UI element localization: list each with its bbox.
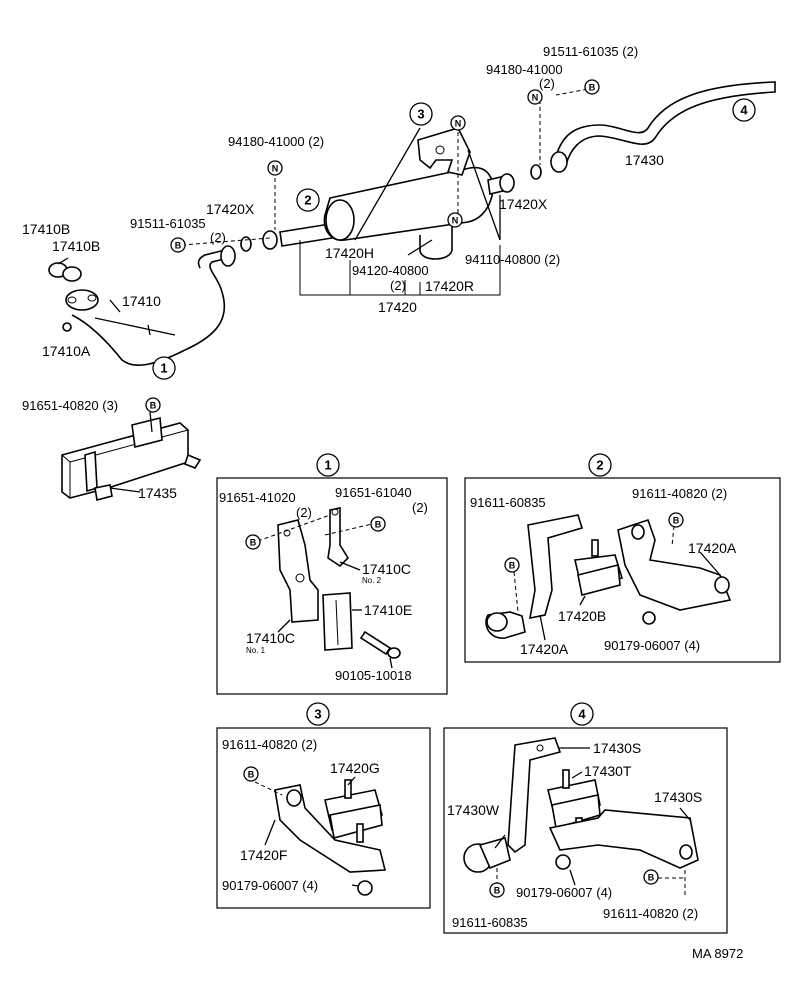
part-label-box1-bolt_b: 91651-61040	[335, 485, 412, 500]
top-section-numbers: 1 2 3 4	[152, 98, 756, 380]
part-label-box2-p17420A_top: 17420A	[688, 540, 737, 556]
part-label-box3-nut: 90179-06007 (4)	[222, 878, 318, 893]
part-label-heat_shield-part: 17435	[138, 485, 177, 501]
part-label-markers-b: B	[589, 83, 596, 93]
part-label-box1-bolt_a_qty: (2)	[296, 505, 312, 520]
part-label-top-p17420R: 17420R	[425, 278, 474, 294]
part-label-box4-bolt_b: 91611-40820 (2)	[603, 906, 698, 921]
part-label-top-p17420H: 17420H	[325, 245, 374, 261]
part-label-box4-nut: 90179-06007 (4)	[516, 885, 612, 900]
part-label-box2-bolt_b: 91611-40820 (2)	[632, 486, 727, 501]
part-label-sections-s3: 3	[417, 107, 424, 122]
part-label-box2-p17420A_bottom: 17420A	[520, 641, 569, 657]
part-label-sections-s2: 2	[596, 458, 603, 473]
part-label-top-p17420: 17420	[378, 299, 417, 315]
top-markers: N B N N N B	[170, 79, 600, 253]
part-label-markers-b: B	[494, 886, 501, 896]
tail-pipe	[550, 81, 776, 173]
part-label-box1-p17410C_no1: 17410C	[246, 630, 295, 646]
part-label-top-p17410B_a: 17410B	[22, 221, 70, 237]
part-label-top-p94120: 94120-40800	[352, 263, 429, 278]
part-label-box1-bolt_b_qty: (2)	[412, 500, 428, 515]
part-label-top-nut_94180_left: 94180-41000 (2)	[228, 134, 324, 149]
part-label-sections-s4: 4	[740, 103, 748, 118]
part-label-box4-p17430T: 17430T	[584, 763, 632, 779]
part-label-sections-s2: 2	[304, 193, 311, 208]
part-label-top-p17410B_b: 17410B	[52, 238, 100, 254]
part-label-heat_shield-bolt: 91651-40820 (3)	[22, 398, 118, 413]
part-label-box1-bolt_a: 91651-41020	[219, 490, 296, 505]
part-label-top-p94110: 94110-40800 (2)	[465, 252, 560, 267]
part-label-box4-p17430S_right: 17430S	[654, 789, 702, 805]
exhaust-pipe-front	[48, 245, 236, 366]
part-label-box4-p17430S_top: 17430S	[593, 740, 641, 756]
part-label-top-nut_94180_right_qty: (2)	[539, 76, 555, 91]
part-label-markers-b: B	[375, 520, 382, 530]
part-label-top-p17410: 17410	[122, 293, 161, 309]
part-label-top-bolt_91511_left_qty: (2)	[210, 230, 226, 245]
part-label-markers-n: N	[272, 164, 279, 174]
part-label-box1-p17410C_no2: 17410C	[362, 561, 411, 577]
part-label-box4-bolt_a: 91611-60835	[452, 915, 528, 930]
part-label-markers-b: B	[175, 241, 182, 251]
part-label-box2-p17420B: 17420B	[558, 608, 606, 624]
part-label-box3-p17420F: 17420F	[240, 847, 287, 863]
part-label-top-p17420X_right: 17420X	[499, 196, 548, 212]
drawing-code: MA 8972	[692, 946, 743, 961]
part-label-box3-bolt: 91611-40820 (2)	[222, 737, 317, 752]
part-label-top-p17430: 17430	[625, 152, 664, 168]
part-label-box1-no2: No. 2	[362, 576, 382, 585]
part-label-markers-b: B	[648, 873, 655, 883]
part-label-sections-s1: 1	[160, 361, 167, 376]
part-label-top-bolt_91511_right: 91511-61035 (2)	[543, 44, 638, 59]
top-leader-lines	[57, 87, 595, 336]
part-label-box1-bolt_c: 90105-10018	[335, 668, 412, 683]
part-label-top-nut_94180_right: 94180-41000	[486, 62, 563, 77]
part-label-top-p17420X_left: 17420X	[206, 201, 255, 217]
heat-shield-17435: B 91651-40820 (3) 17435	[22, 397, 202, 501]
part-label-markers-b: B	[673, 516, 680, 526]
part-label-sections-s4: 4	[578, 707, 586, 722]
part-label-box3-p17420G: 17420G	[330, 760, 380, 776]
detail-box-2: 2 B B 91611-60835 91611-40820 (2) 17420A…	[464, 453, 781, 663]
part-label-markers-b: B	[509, 561, 516, 571]
part-label-markers-n: N	[455, 119, 462, 129]
detail-box-4: 4 B B 17430S 17430T 17430W 17430S 9017	[443, 702, 728, 934]
part-label-box4-p17430W: 17430W	[447, 802, 500, 818]
part-label-box1-no1: No. 1	[246, 646, 266, 655]
part-label-top-p17410A: 17410A	[42, 343, 91, 359]
part-label-markers-b: B	[248, 770, 255, 780]
part-label-box2-bolt_a: 91611-60835	[470, 495, 546, 510]
part-label-box2-nut: 90179-06007 (4)	[604, 638, 700, 653]
part-label-top-bolt_91511_left: 91511-61035	[130, 216, 206, 231]
part-label-markers-b: B	[150, 401, 157, 411]
part-label-box1-p17410E: 17410E	[364, 602, 412, 618]
part-label-markers-n: N	[452, 216, 459, 226]
detail-box-3: 3 B 91611-40820 (2) 17420G 17420F 90179-…	[216, 702, 431, 909]
detail-box-1: 1 B B 91651-41020 (2) 91651-61040 (2) 17…	[216, 453, 448, 695]
part-label-markers-n: N	[532, 93, 539, 103]
part-label-markers-b: B	[250, 538, 257, 548]
part-label-top-p94120_qty: (2)	[390, 278, 406, 293]
top-labels: 17410B 17410B 17410 17410A 91511-61035 (…	[22, 44, 664, 359]
part-label-sections-s1: 1	[324, 458, 331, 473]
part-label-sections-s3: 3	[314, 707, 321, 722]
